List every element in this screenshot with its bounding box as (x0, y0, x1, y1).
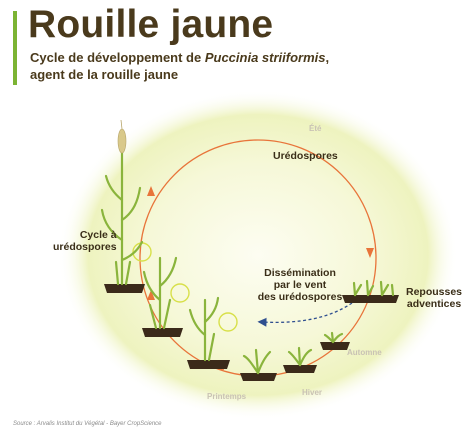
wheat-plants (100, 148, 395, 375)
season-ete: Été (309, 124, 322, 133)
label-dissemination-line3: des urédospores (257, 291, 343, 303)
label-repousses-line1: Repousses (406, 286, 463, 298)
young-plant-2 (287, 346, 313, 367)
subtitle-line2: agent de la rouille jaune (30, 66, 179, 82)
spore-loops (132, 242, 238, 332)
arrowhead-left (147, 186, 155, 196)
soil-plant-3 (187, 360, 230, 369)
arrowhead-right (366, 248, 374, 258)
label-repousses-line2: adventices (406, 298, 462, 310)
wheat-ear (117, 119, 127, 154)
season-hiver: Hiver (302, 388, 323, 397)
source-credit: Source : Arvalis Institut du Végétal - B… (13, 421, 162, 427)
page-subtitle: Cycle de développement de Puccinia strii… (30, 50, 329, 83)
label-cycle-line2: urédospores (53, 241, 117, 253)
wheat-plant-2 (142, 256, 178, 330)
label-cycle-uredospores: Cycle à urédospores (53, 229, 117, 253)
soil-repousses (342, 295, 399, 303)
label-dissemination-line1: Dissémination (264, 267, 336, 279)
background-halo (58, 90, 458, 420)
season-printemps: Printemps (207, 392, 247, 401)
label-uredospores: Urédospores (273, 150, 338, 162)
subtitle-prefix: Cycle de développement de (30, 50, 205, 65)
label-cycle-line1: Cycle à (79, 229, 117, 241)
seedling-automne (323, 331, 344, 344)
subtitle-suffix: , (325, 50, 330, 65)
label-dissemination: Dissémination par le vent des urédospore… (250, 267, 350, 303)
young-plant-1 (242, 348, 272, 375)
label-repousses-adventices: Repousses adventices (406, 286, 462, 310)
mature-wheat-plant (100, 148, 144, 286)
repousses-seedlings (352, 279, 395, 297)
title-accent-bar (13, 11, 17, 85)
soil-cycle-plant (104, 284, 145, 293)
soil-hiver-1 (240, 373, 277, 381)
label-dissemination-line2: par le vent (273, 279, 327, 291)
arrowhead-left-lower (147, 290, 155, 300)
soil-automne (320, 342, 350, 350)
spore-loop-3 (218, 312, 238, 332)
subtitle-species: Puccinia striiformis (204, 50, 326, 65)
soil-patches (104, 284, 399, 381)
spore-loop-2 (170, 283, 190, 303)
soil-plant-2 (142, 328, 183, 337)
wheat-plant-3 (188, 296, 220, 362)
soil-hiver-2 (283, 365, 317, 373)
season-automne: Automne (347, 348, 382, 357)
page-title: Rouille jaune (28, 3, 274, 46)
dissemination-arrow (257, 302, 353, 327)
